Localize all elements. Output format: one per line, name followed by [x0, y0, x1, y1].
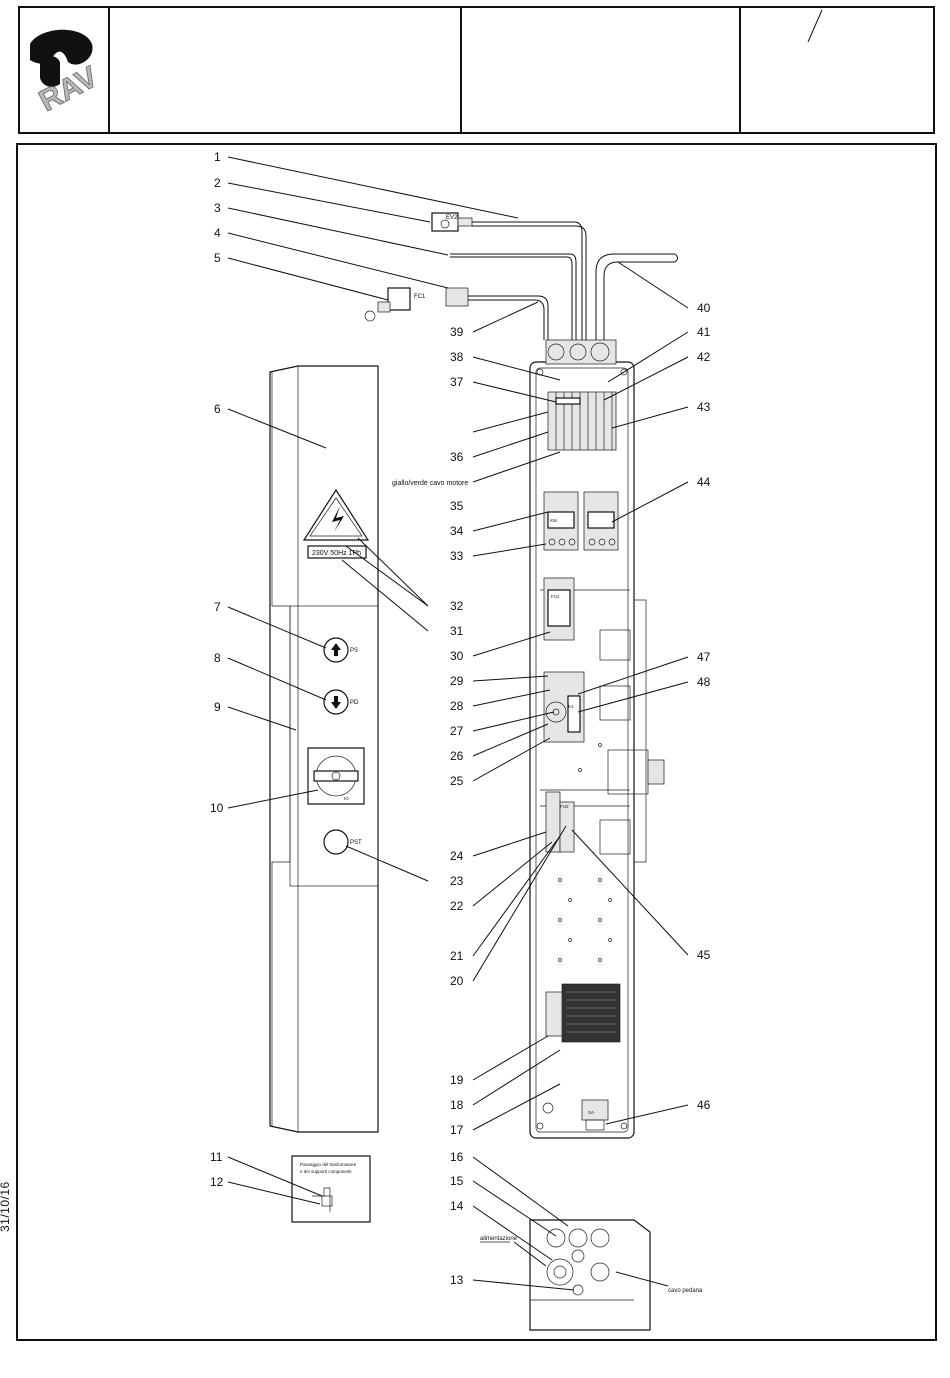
callout-43: 43: [697, 400, 711, 414]
routing-note-line-2: e dei supporti componenti: [300, 1169, 352, 1174]
contactors: KM: [543, 491, 619, 551]
drawing-frame: [16, 143, 937, 1341]
control-box: [529, 339, 665, 1139]
routing-note-line-1: Passaggio del trasformatore: [300, 1162, 357, 1167]
callout-42: 42: [697, 350, 711, 364]
callout-4: 4: [214, 226, 221, 240]
callout-30: 30: [450, 649, 464, 663]
callout-47: 47: [697, 650, 711, 664]
cavo-motore-note: giallo/verde cavo motore: [392, 480, 468, 487]
ev2-solenoid: EV2: [431, 212, 587, 340]
fu2-label: FU2: [560, 804, 569, 809]
callout-38: 38: [450, 350, 464, 364]
logo-cell: [20, 8, 110, 132]
title-cell: [108, 8, 462, 132]
callout-27: 27: [450, 724, 464, 738]
sa-label: SA: [588, 1110, 594, 1115]
callout-39: 39: [450, 325, 464, 339]
callout-48: 48: [697, 675, 711, 689]
revision-slash: [807, 9, 823, 43]
pst-label: PST: [350, 840, 362, 846]
fc1-limit-switch: FC1: [364, 287, 549, 340]
callout-23: 23: [450, 874, 464, 888]
callout-13: 13: [450, 1273, 464, 1287]
km-label: KM: [550, 518, 557, 523]
callout-33: 33: [450, 549, 464, 563]
callout-41: 41: [697, 325, 711, 339]
io-label: IO: [344, 796, 349, 801]
callout-17: 17: [450, 1123, 464, 1137]
rav-logo: RAV: [30, 29, 104, 119]
title-block: [18, 6, 935, 134]
callout-20: 20: [450, 974, 464, 988]
callout-16: 16: [450, 1150, 464, 1164]
callout-1: 1: [214, 150, 221, 164]
callout-14: 14: [450, 1199, 464, 1213]
callout-numbers: 1 2 3 4 5 6 7 8 9 10 11 12 13 14 15 16 1…: [210, 150, 711, 1287]
routing-note-box: Passaggio del trasformatore e dei suppor…: [291, 1155, 371, 1223]
code-cell: [460, 8, 741, 132]
callout-9: 9: [214, 700, 221, 714]
callout-11: 11: [210, 1150, 223, 1164]
voltage-label: 230V 50Hz 1Ph: [312, 550, 361, 557]
callout-7: 7: [214, 600, 221, 614]
callout-2: 2: [214, 176, 221, 190]
callout-19: 19: [450, 1073, 464, 1087]
ev2-label: EV2: [446, 215, 458, 221]
bottom-gland-view: alimentazione cavo pedana: [480, 1219, 703, 1331]
fu1-label: FU1: [551, 594, 560, 599]
callout-15: 15: [450, 1174, 464, 1188]
power-cable: [595, 253, 678, 340]
callout-29: 29: [450, 674, 464, 688]
callout-3: 3: [214, 201, 221, 215]
callout-21: 21: [450, 949, 464, 963]
relay-group: K1: [543, 671, 585, 743]
callout-44: 44: [697, 475, 711, 489]
callout-12: 12: [210, 1175, 224, 1189]
callout-22: 22: [450, 899, 464, 913]
fuse-fu2: FU2: [545, 791, 575, 853]
callout-6: 6: [214, 402, 221, 416]
callout-18: 18: [450, 1098, 464, 1112]
k1-label: K1: [568, 704, 574, 709]
callout-46: 46: [697, 1098, 711, 1112]
callout-25: 25: [450, 774, 464, 788]
callout-35: 35: [450, 499, 464, 513]
callout-10: 10: [210, 801, 224, 815]
callout-32: 32: [450, 599, 464, 613]
callout-45: 45: [697, 948, 711, 962]
fuse-fu1: FU1: [543, 577, 575, 641]
transformer: [545, 983, 621, 1043]
fc1-label: FC1: [414, 294, 426, 300]
callout-8: 8: [214, 651, 221, 665]
ps-label: PS: [350, 648, 358, 654]
callout-34: 34: [450, 524, 464, 538]
callout-36: 36: [450, 450, 464, 464]
callout-28: 28: [450, 699, 464, 713]
callout-26: 26: [450, 749, 464, 763]
callout-40: 40: [697, 301, 711, 315]
callout-5: 5: [214, 251, 221, 265]
terminal-block: [547, 391, 617, 451]
sa-switch: SA: [542, 1099, 609, 1131]
cavo-pedana-label: cavo pedana: [668, 1288, 703, 1294]
pd-label: PD: [350, 700, 359, 706]
control-panel: PS PD IO PST: [289, 605, 379, 887]
warning-sign: 230V 50Hz 1Ph: [302, 488, 370, 559]
alimentazione-label: alimentazione: [480, 1236, 518, 1242]
callout-37: 37: [450, 375, 464, 389]
callout-24: 24: [450, 849, 464, 863]
mounting-holes: [558, 743, 612, 962]
cable-3: [450, 253, 577, 340]
leader-lines: [227, 156, 689, 1291]
callout-31: 31: [450, 624, 464, 638]
